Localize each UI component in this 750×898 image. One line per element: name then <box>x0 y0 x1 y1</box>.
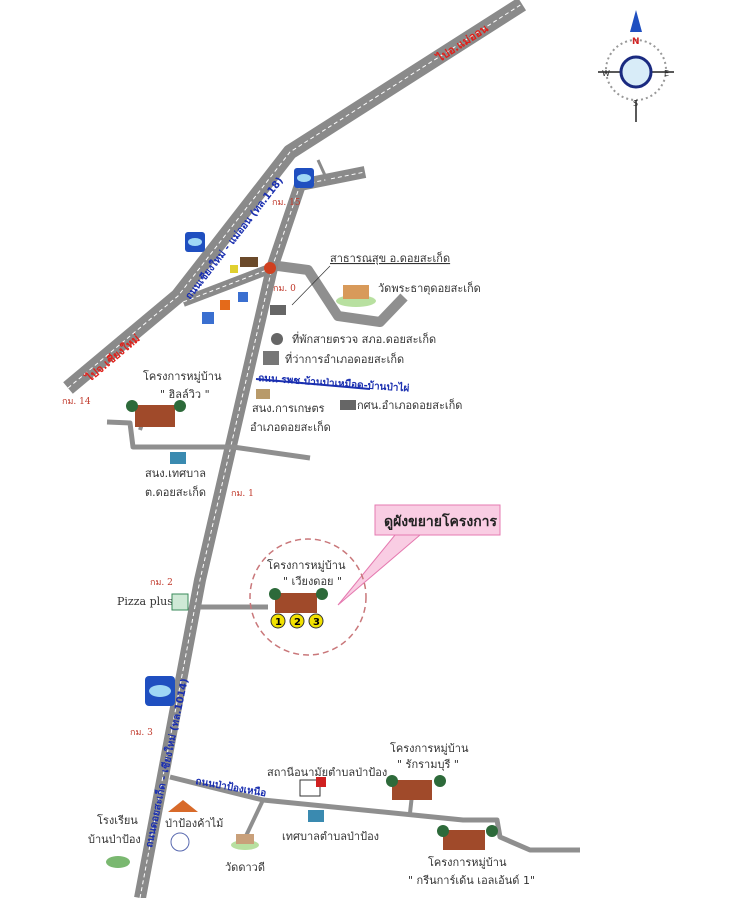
north-arrow-icon <box>630 10 642 32</box>
pizza-icon <box>171 593 189 611</box>
label-police: ที่พักสายตรวจ สภอ.ดอยสะเก็ด <box>292 331 436 346</box>
label-temple-dawadi: วัดดาวดี <box>225 861 265 874</box>
label-health-office: สาธารณสุข อ.ดอยสะเก็ด <box>330 251 450 265</box>
label-municipal: สนง.เทศบาล <box>145 467 206 480</box>
label-village-green-name: " กรีนการ์เด้น เอลเอ้นด์ 1" <box>408 874 535 887</box>
label-village-wiangdoi-name: " เวียงดอย " <box>283 575 342 588</box>
label-agri-office-2: อำเภอดอยสะเก็ด <box>250 420 331 434</box>
compass-s: S <box>633 99 638 108</box>
label-temple-doisaket: วัดพระธาตุดอยสะเก็ด <box>378 281 481 295</box>
label-nfe-office: กศน.อำเภอดอยสะเก็ด <box>357 398 462 412</box>
police-icon <box>271 333 283 345</box>
km-marker-15: กม. 15 <box>272 198 301 208</box>
house-icon <box>269 588 328 613</box>
nursery-icon <box>168 800 198 812</box>
compass-w: W <box>602 69 610 78</box>
label-school-2: บ้านป่าป้อง <box>88 833 141 846</box>
expand-plan-callout[interactable]: ดูผังขยายโครงการ <box>337 504 501 606</box>
label-municipal-2: ต.ดอยสะเก็ด <box>145 485 206 499</box>
building-icon <box>270 305 286 315</box>
callout-text: ดูผังขยายโครงการ <box>384 512 498 530</box>
nfe-office-icon <box>340 400 356 410</box>
municipal-papong-icon <box>308 810 324 822</box>
km-marker-14: กม. 14 <box>62 397 91 407</box>
municipal-icon <box>170 452 186 464</box>
label-district-office: ที่ว่าการอำเภอดอยสะเก็ด <box>285 351 404 366</box>
km-marker-2: กม. 2 <box>150 578 173 588</box>
label-health-station: สถานีอนามัยตำบลป่าป้อง <box>267 766 387 779</box>
nursery-logo-icon <box>170 832 190 852</box>
phase-badge-3: 3 <box>313 617 320 628</box>
label-municipal-papong: เทศบาลตำบลป่าป้อง <box>282 830 379 843</box>
label-village-hillview-name: " ฮิลล์วิว " <box>160 388 210 401</box>
km-marker-0: กม. 0 <box>273 284 296 294</box>
label-school: โรงเรียน <box>97 813 138 827</box>
compass-n: N <box>632 37 640 47</box>
health-station-icon <box>299 777 326 797</box>
label-village-wiangdoi: โครงการหมู่บ้าน <box>267 558 346 572</box>
project-highlight-circle <box>249 538 367 656</box>
label-agri-office: สนง.การเกษตร <box>252 402 325 415</box>
school-icon <box>106 856 130 868</box>
house-icon <box>126 400 186 427</box>
label-village-hillview: โครงการหมู่บ้าน <box>143 369 222 383</box>
agri-office-icon <box>256 389 270 399</box>
phase-badge-2: 2 <box>294 617 301 628</box>
label-village-rakrami-name: " รักรามบุรี " <box>397 758 459 771</box>
district-office-icon <box>263 351 279 365</box>
label-village-green: โครงการหมู่บ้าน <box>428 855 507 869</box>
km-marker-3: กม. 3 <box>130 728 153 738</box>
label-nursery: ป่าป้องค้าไม้ <box>165 817 223 830</box>
phase-badges: 1 2 3 <box>270 613 324 629</box>
road-to-temple <box>277 261 408 327</box>
compass-e: E <box>664 69 669 78</box>
phase-badge-1: 1 <box>275 617 282 628</box>
compass-rose: N S W E <box>598 10 674 122</box>
label-village-rakrami: โครงการหมู่บ้าน <box>390 741 469 755</box>
highway-118 <box>63 0 527 394</box>
temple-dawadi-icon <box>231 834 259 850</box>
km-marker-1: กม. 1 <box>231 489 254 499</box>
house-icon <box>437 825 498 850</box>
road-hillview <box>106 419 311 461</box>
house-icon <box>386 775 446 800</box>
label-pizza: Pizza plus <box>117 595 173 608</box>
shop-icons <box>202 257 276 324</box>
gas-station-icon <box>145 168 314 706</box>
temple-icon <box>336 285 376 307</box>
